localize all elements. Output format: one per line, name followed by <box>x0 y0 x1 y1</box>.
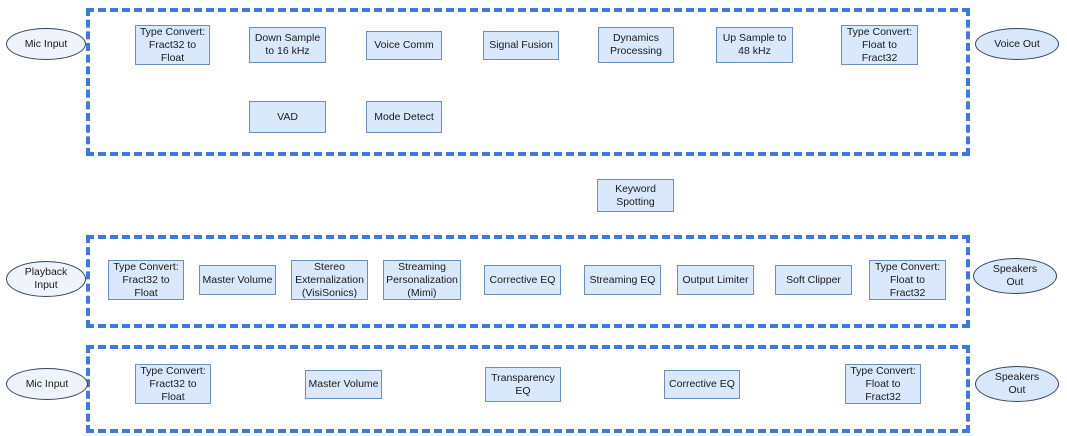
node-voice-type-convert-in[interactable]: Type Convert: Fract32 to Float <box>135 25 210 65</box>
playback-pipeline-group <box>86 235 970 328</box>
voice-pipeline-group <box>86 8 970 156</box>
node-streaming-eq[interactable]: Streaming EQ <box>584 265 661 295</box>
terminal-speakers-out-playback[interactable]: Speakers Out <box>973 258 1057 294</box>
node-stereo-externalization[interactable]: Stereo Externalization (VisiSonics) <box>291 260 368 300</box>
node-corrective-eq-playback[interactable]: Corrective EQ <box>484 265 561 295</box>
node-vad[interactable]: VAD <box>249 101 326 133</box>
node-master-volume-transparency[interactable]: Master Volume <box>305 370 382 399</box>
node-transparency-eq[interactable]: Transparency EQ <box>485 367 561 402</box>
node-transparency-type-convert-in[interactable]: Type Convert: Fract32 to Float <box>135 364 211 404</box>
node-soft-clipper[interactable]: Soft Clipper <box>775 265 852 295</box>
node-down-sample-16khz[interactable]: Down Sample to 16 kHz <box>249 27 326 63</box>
node-signal-fusion[interactable]: Signal Fusion <box>483 31 559 60</box>
node-playback-type-convert-out[interactable]: Type Convert: Float to Fract32 <box>869 260 946 300</box>
node-voice-type-convert-out[interactable]: Type Convert: Float to Fract32 <box>841 25 918 65</box>
terminal-voice-out[interactable]: Voice Out <box>975 28 1059 60</box>
terminal-mic-input-transparency[interactable]: Mic Input <box>6 368 88 400</box>
node-voice-comm[interactable]: Voice Comm <box>366 31 442 60</box>
node-streaming-personalization[interactable]: Streaming Personalization (Mimi) <box>383 260 461 300</box>
node-corrective-eq-transparency[interactable]: Corrective EQ <box>664 370 740 399</box>
node-keyword-spotting[interactable]: Keyword Spotting <box>597 179 674 212</box>
transparency-pipeline-group <box>86 345 970 433</box>
terminal-speakers-out-transparency[interactable]: Speakers Out <box>975 366 1059 402</box>
node-mode-detect[interactable]: Mode Detect <box>366 101 442 133</box>
node-playback-type-convert-in[interactable]: Type Convert: Fract32 to Float <box>108 260 184 300</box>
terminal-mic-input-voice[interactable]: Mic Input <box>6 28 86 60</box>
node-master-volume-playback[interactable]: Master Volume <box>199 265 276 295</box>
node-dynamics-processing[interactable]: Dynamics Processing <box>598 27 674 63</box>
node-transparency-type-convert-out[interactable]: Type Convert: Float to Fract32 <box>845 364 921 404</box>
node-up-sample-48khz[interactable]: Up Sample to 48 kHz <box>716 27 793 63</box>
terminal-playback-input[interactable]: Playback Input <box>6 261 86 297</box>
node-output-limiter[interactable]: Output Limiter <box>677 265 754 295</box>
